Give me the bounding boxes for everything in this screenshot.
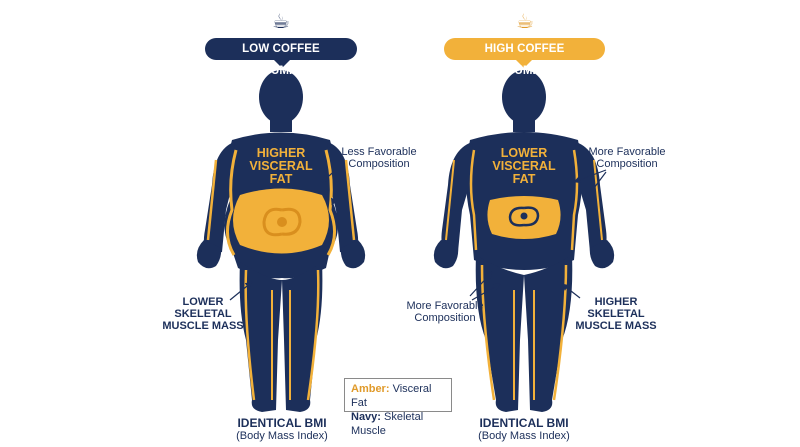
- right-composition-upper-label: More Favorable Composition: [588, 146, 666, 170]
- left-header-pill: LOW COFFEE CONSUMPTION: [205, 38, 357, 77]
- left-bmi-caption: IDENTICAL BMI (Body Mass Index): [236, 416, 328, 442]
- right-header-pointer: [516, 60, 532, 68]
- right-visceral-swirl-icon: [508, 206, 540, 227]
- legend-navy-row: Navy: Skeletal Muscle: [351, 411, 424, 437]
- left-muscle-arrow: [229, 281, 253, 301]
- left-visceral-swirl-icon: [262, 207, 302, 237]
- right-lower-composition-arrow-2: [471, 283, 501, 301]
- right-muscle-label: HIGHER SKELETAL MUSCLE MASS: [575, 296, 657, 332]
- left-composition-arrow-1: [321, 167, 339, 183]
- right-fat-label: LOWER VISCERAL FAT: [492, 146, 556, 186]
- right-header-pill: HIGH COFFEE CONSUMPTION: [444, 38, 605, 77]
- right-bmi-caption: IDENTICAL BMI (Body Mass Index): [478, 416, 570, 442]
- right-body-figure: [433, 70, 615, 412]
- left-muscle-label: LOWER SKELETAL MUSCLE MASS: [162, 296, 244, 332]
- right-composition-lower-label: More Favorable Composition: [406, 300, 484, 324]
- right-muscle-arrow: [561, 283, 581, 299]
- legend: Amber: Visceral Fat Navy: Skeletal Muscl…: [344, 378, 452, 437]
- left-body-figure: [196, 70, 366, 412]
- coffee-cup-icon: ☕: [516, 11, 534, 33]
- right-lower-composition-arrow-1: [469, 271, 493, 297]
- left-composition-label: Less Favorable Composition: [341, 146, 417, 170]
- right-composition-arrow-1: [573, 169, 607, 184]
- left-header-pointer: [274, 60, 290, 68]
- legend-amber-row: Amber: Visceral Fat: [351, 383, 432, 409]
- coffee-cup-icon: ☕: [272, 11, 290, 33]
- left-composition-arrow-2: [331, 171, 346, 206]
- left-fat-label: HIGHER VISCERAL FAT: [249, 146, 313, 186]
- right-composition-arrow-2: [584, 171, 607, 201]
